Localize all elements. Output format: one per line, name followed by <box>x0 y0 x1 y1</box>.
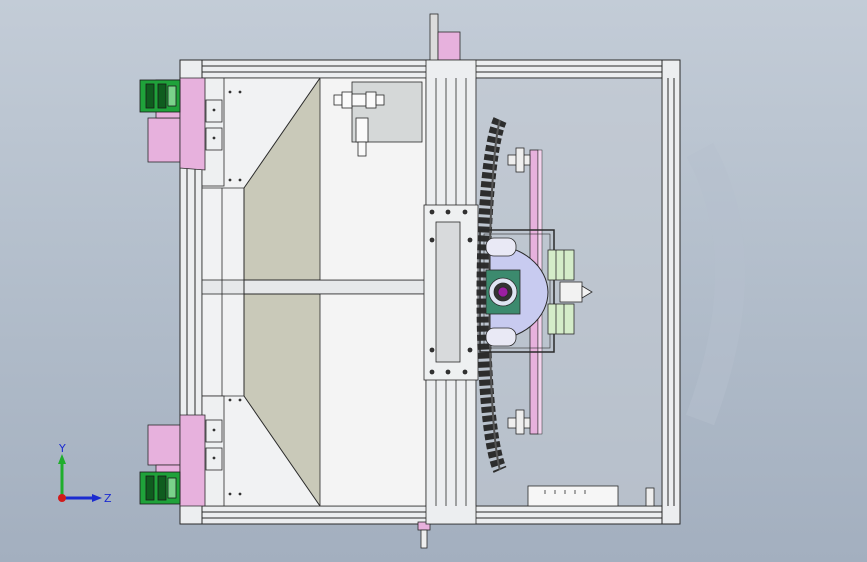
left-bracket-stack <box>201 77 225 507</box>
bottom-pin <box>420 529 428 549</box>
brush-belt <box>476 117 507 473</box>
small-post <box>645 487 655 507</box>
actuator-tip <box>559 281 593 303</box>
y-axis-arrow <box>58 454 66 498</box>
control-box <box>527 485 619 507</box>
z-axis-label: Z <box>104 492 112 505</box>
cylinder-pack-top <box>547 249 575 281</box>
left-chamber-mid-rail <box>201 279 427 295</box>
x-axis-dot <box>58 494 66 502</box>
green-motor-top <box>139 79 181 113</box>
carriage-plate <box>423 204 479 381</box>
fastener-dots <box>212 90 242 496</box>
center-bearing <box>485 269 521 315</box>
axis-triad: Y Z <box>58 442 112 505</box>
green-motor-bottom <box>139 471 181 505</box>
arm-fittings <box>507 147 531 435</box>
y-axis-label: Y <box>58 442 66 455</box>
head-frame <box>479 229 555 353</box>
hopper-lower-face <box>319 293 427 507</box>
background-arc <box>685 142 745 426</box>
pneumatic-valve <box>333 91 385 157</box>
z-axis-arrow <box>62 494 102 502</box>
top-pink-block <box>437 31 461 61</box>
cylinder-pack-bottom <box>547 303 575 335</box>
